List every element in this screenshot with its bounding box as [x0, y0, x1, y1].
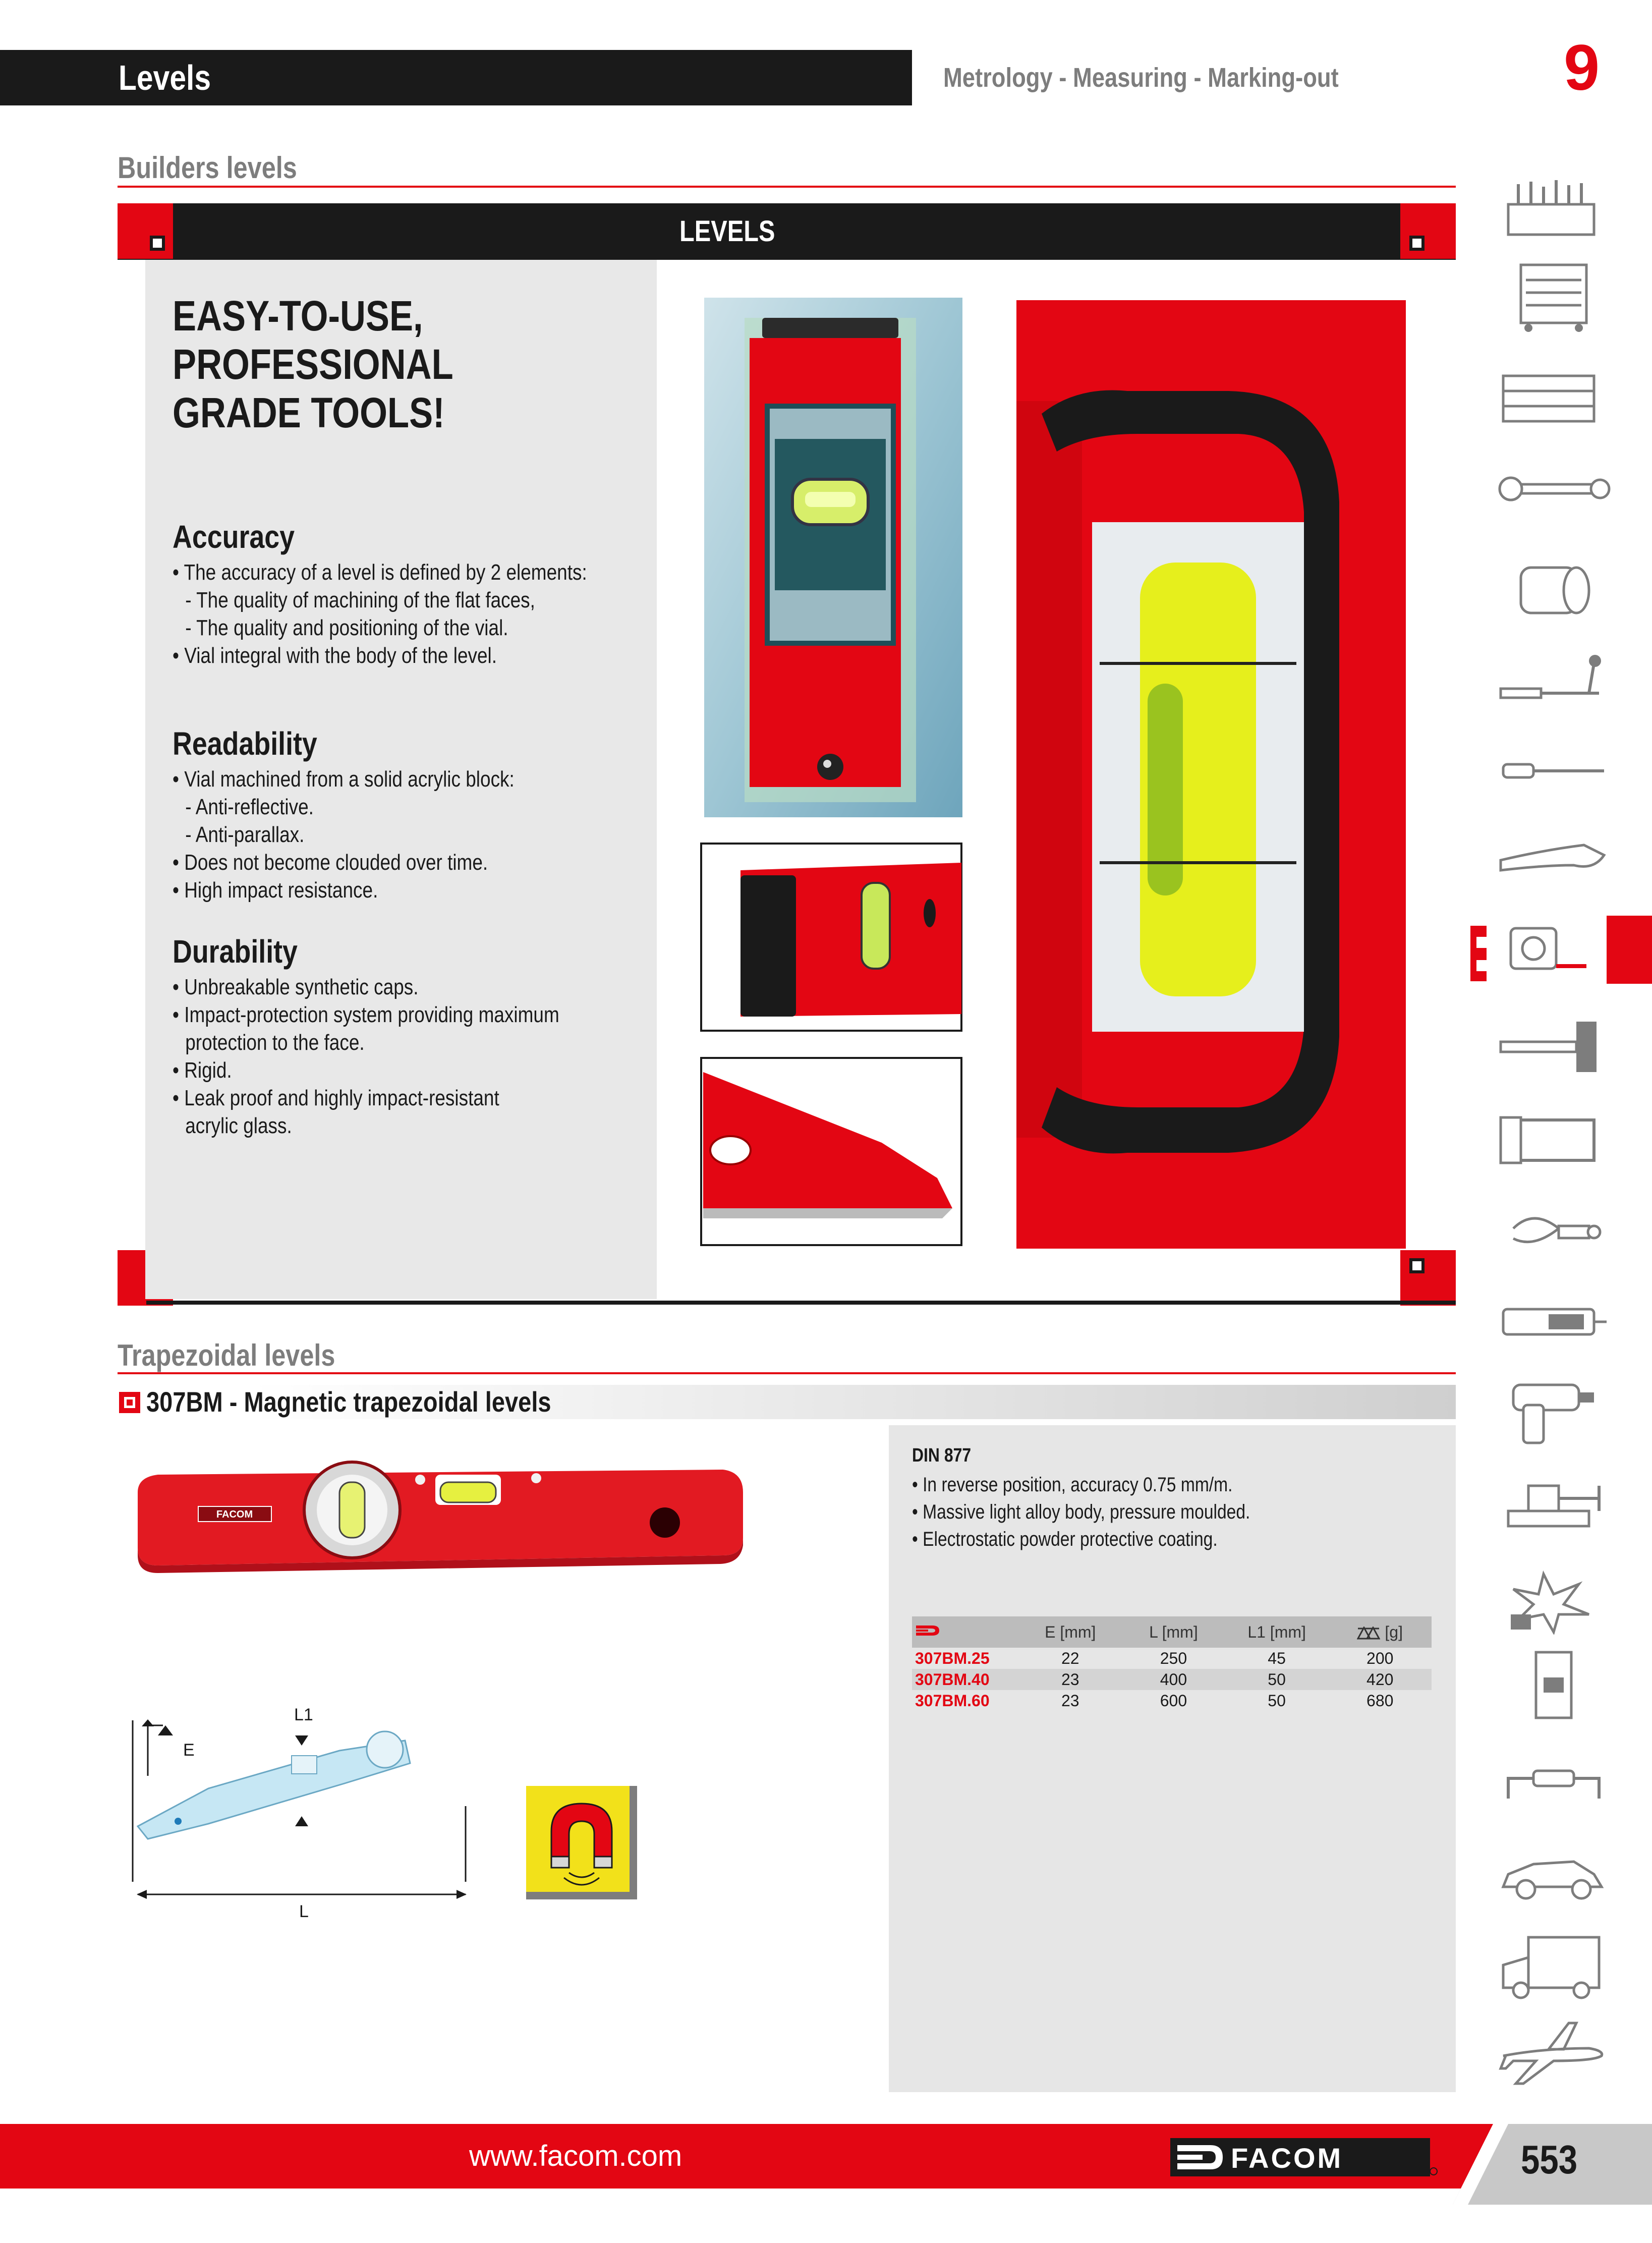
table-row: 307BM.25 22 250 45 200 — [915, 1649, 1394, 1667]
col-l1: L1 [mm] — [1225, 1616, 1329, 1648]
header-bar — [0, 50, 912, 105]
section-rule — [118, 1372, 1456, 1374]
car-icon[interactable] — [1493, 1839, 1614, 1910]
section-rule — [118, 186, 1456, 188]
accuracy-text: • The accuracy of a level is defined by … — [173, 560, 587, 668]
hammer-icon[interactable] — [1493, 1014, 1614, 1085]
product-bullet-icon — [119, 1392, 140, 1413]
magnet-icon — [526, 1786, 637, 1899]
footer-url[interactable]: www.facom.com — [469, 2140, 682, 2172]
col-e: E [mm] — [1018, 1616, 1122, 1648]
socket-icon[interactable] — [1493, 552, 1614, 623]
page-title: Levels — [119, 58, 211, 97]
truck-icon[interactable] — [1493, 1932, 1614, 2003]
tool-box-icon[interactable] — [1493, 366, 1614, 436]
screwdriver-icon[interactable] — [1493, 734, 1614, 805]
spec-panel — [889, 1425, 1456, 2092]
corner-mark-top-right — [1400, 203, 1456, 259]
levels-panel-title: LEVELS — [679, 215, 775, 248]
section-title-trapezoidal: Trapezoidal levels — [118, 1338, 335, 1372]
hacksaw-icon[interactable] — [1493, 1105, 1614, 1175]
safety-icon[interactable] — [1493, 1564, 1614, 1636]
slogan: EASY-TO-USE, PROFESSIONAL GRADE TOOLS! — [173, 292, 453, 436]
durability-heading: Durability — [173, 933, 298, 970]
puller-icon[interactable] — [1493, 1198, 1614, 1269]
dim-l1-label: L1 — [294, 1705, 313, 1724]
electrical-icon[interactable] — [1493, 1650, 1614, 1720]
levels-text-panel — [145, 260, 657, 1299]
wrench-icon[interactable] — [1493, 454, 1614, 525]
level-tip-image — [700, 1057, 962, 1246]
readability-block: Readability • Vial machined from a solid… — [173, 724, 580, 904]
ref-column-header — [912, 1616, 1019, 1648]
chapter-subtitle: Metrology - Measuring - Marking-out — [943, 63, 1339, 93]
product-header-bar — [118, 1385, 1456, 1419]
product-title: 307BM - Magnetic trapezoidal levels — [146, 1386, 551, 1418]
chapter-number: 9 — [1564, 32, 1600, 104]
dim-l-label: L — [299, 1902, 309, 1921]
levels-panel-bottom-rule — [146, 1301, 1456, 1305]
tool-cabinet-icon[interactable] — [1493, 262, 1614, 333]
vial-closeup-image — [1016, 300, 1406, 1249]
facom-logo: FACOM — [1170, 2138, 1438, 2176]
page-number: 553 — [1521, 2137, 1578, 2182]
weight-icon — [1356, 1625, 1381, 1640]
spec-table: E [mm] L [mm] L1 [mm] [g] 307BM.25 22 25… — [912, 1616, 1432, 1711]
accuracy-heading: Accuracy — [173, 519, 295, 555]
corner-mark-bottom-right — [1400, 1250, 1456, 1306]
pliers-icon[interactable] — [1493, 825, 1614, 895]
torque-wrench-icon[interactable] — [1493, 648, 1614, 719]
aircraft-icon[interactable] — [1493, 2018, 1614, 2089]
dim-e-label: E — [183, 1741, 195, 1760]
spec-list: • In reverse position, accuracy 0.75 mm/… — [912, 1474, 1250, 1550]
level-end-cap-image — [700, 843, 962, 1032]
accuracy-block: Accuracy • The accuracy of a level is de… — [173, 517, 666, 669]
readability-text: • Vial machined from a solid acrylic blo… — [173, 767, 515, 903]
page-number-tab — [1453, 2124, 1652, 2205]
table-row: 307BM.60 23 600 50 680 — [915, 1691, 1394, 1710]
vice-icon[interactable] — [1493, 1471, 1614, 1541]
corner-mark-top-left — [118, 203, 173, 259]
spec-table-header: E [mm] L [mm] L1 [mm] [g] — [912, 1616, 1432, 1648]
impact-wrench-icon[interactable] — [1493, 1375, 1614, 1445]
handle-icon[interactable] — [1493, 1748, 1614, 1819]
svg-text:FACOM: FACOM — [1231, 2142, 1343, 2174]
facom-ref-icon — [916, 1625, 939, 1636]
durability-block: Durability • Unbreakable synthetic caps.… — [173, 932, 633, 1140]
level-logo-text: FACOM — [216, 1509, 253, 1520]
dimension-diagram: E L1 L — [132, 1705, 467, 1921]
col-l: L [mm] — [1122, 1616, 1225, 1648]
levels-panel-header — [118, 203, 1456, 260]
section-title-builders: Builders levels — [118, 151, 297, 185]
spec-title: DIN 877 — [912, 1445, 972, 1466]
readability-heading: Readability — [173, 725, 317, 762]
tape-measure-icon[interactable] — [1470, 916, 1652, 986]
table-row: 307BM.40 23 400 50 420 — [912, 1669, 1432, 1690]
vial-cutaway-image — [704, 298, 962, 817]
product-photo: FACOM — [138, 1461, 743, 1573]
electronic-tool-icon[interactable] — [1493, 1286, 1614, 1357]
col-weight: [g] — [1328, 1616, 1432, 1648]
tool-kits-icon[interactable] — [1493, 174, 1614, 245]
spec-text: DIN 877 • In reverse position, accuracy … — [912, 1443, 1315, 1553]
durability-text: • Unbreakable synthetic caps. • Impact-p… — [173, 975, 559, 1138]
